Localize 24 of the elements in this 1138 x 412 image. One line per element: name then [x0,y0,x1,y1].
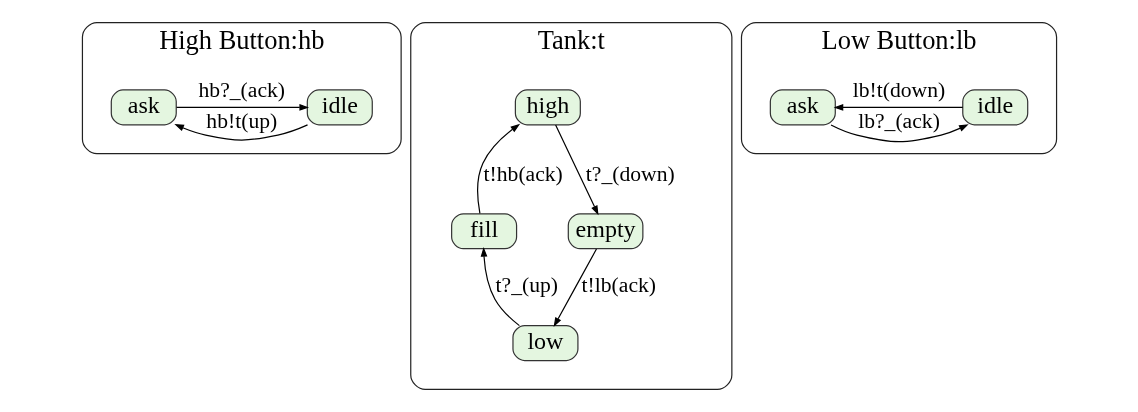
node-box: ask [110,89,177,126]
node-box: empty [567,213,643,250]
edge-label: hb?_(ack) [198,78,285,103]
arrow [553,248,597,328]
arrow [480,247,520,327]
arrow [173,124,308,141]
arrow [554,124,599,216]
edge-label: t!hb(ack) [483,161,563,186]
node-box: low [511,325,578,362]
node-box: fill [450,213,517,250]
edge-label: hb!t(up) [205,109,277,134]
arrow [829,124,969,143]
node-box: idle [961,89,1028,126]
edge-label: t?_(up) [495,273,558,298]
arrow [175,104,309,111]
edge-label: t?_(down) [585,161,675,186]
arrow [833,104,963,111]
edge-label: lb?_(ack) [857,109,940,134]
edge-label: lb!t(down) [852,78,945,103]
node-box: high [514,89,581,126]
edge-label: t!lb(ack) [581,273,656,298]
node-box: ask [769,89,836,126]
node-box: idle [306,89,373,126]
arrow [476,123,520,214]
